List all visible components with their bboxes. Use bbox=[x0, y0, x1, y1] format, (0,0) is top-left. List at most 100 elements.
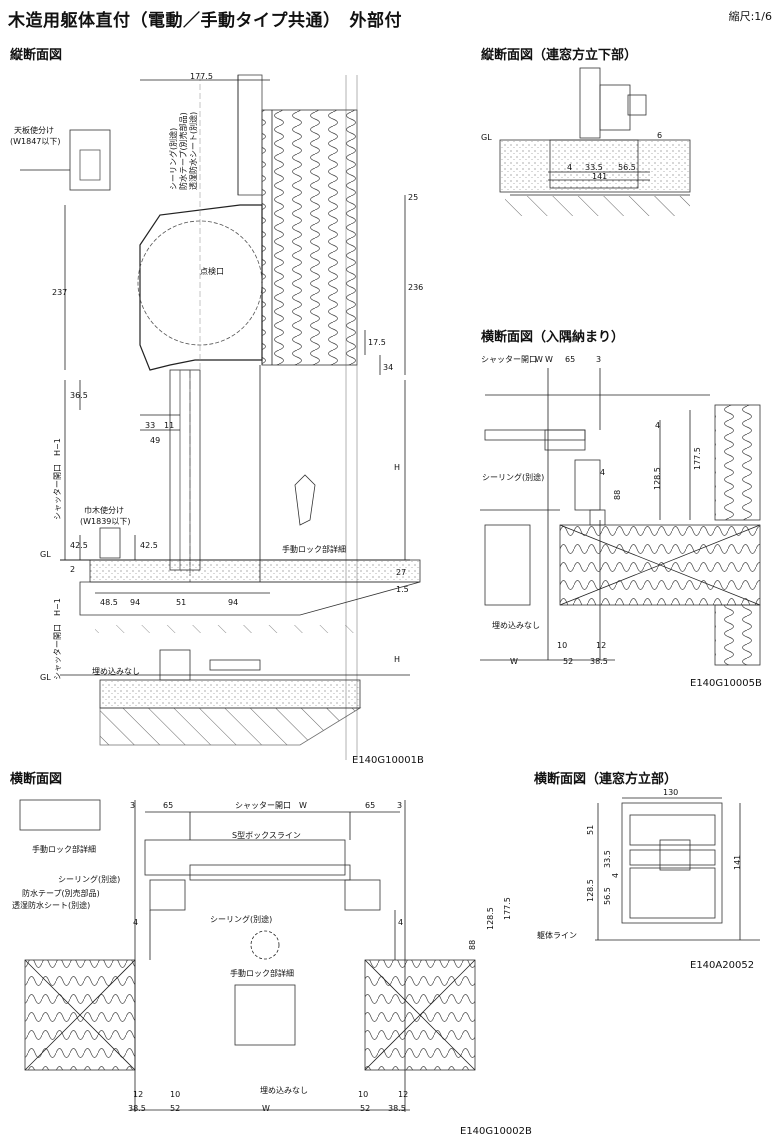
continuous-bottom-dims: GL 4 33.5 56.5 141 6 bbox=[481, 131, 662, 181]
dim-v-11: 11 bbox=[164, 421, 174, 430]
dim-cb-141: 141 bbox=[592, 172, 607, 181]
dim-v-48-5: 48.5 bbox=[100, 598, 118, 607]
section-title-vertical: 縦断面図 bbox=[10, 48, 63, 63]
continuous-section bbox=[595, 797, 760, 941]
dim-v-33: 33 bbox=[145, 421, 155, 430]
label-not-embedded-h: 埋め込みなし bbox=[260, 1085, 308, 1095]
dim-v-94b: 94 bbox=[228, 598, 238, 607]
dim-v-49: 49 bbox=[150, 436, 160, 445]
vertical-labels: 天板使分け (W1847以下) 点検口 巾木使分け (W1839以下) 手動ロッ… bbox=[10, 112, 346, 682]
dim-h-12b: 12 bbox=[398, 1090, 408, 1099]
label-shutter-open-h: シャッター開口 H−1 bbox=[53, 438, 62, 520]
section-title-horizontal-continuous: 横断面図（連窓方立部） bbox=[534, 772, 678, 787]
dim-hc-4: 4 bbox=[611, 873, 620, 878]
drawing-code-horizontal: E140G10002B bbox=[460, 1126, 532, 1137]
label-ceiling-split: 天板使分け bbox=[14, 125, 54, 135]
label-inspection: 点検口 bbox=[200, 266, 224, 276]
dim-v-177-5: 177.5 bbox=[190, 72, 213, 81]
dim-v-94a: 94 bbox=[130, 598, 140, 607]
dim-h-88: 88 bbox=[468, 940, 477, 950]
dim-hc-128-5: 128.5 bbox=[586, 879, 595, 902]
dim-cb-33-5: 33.5 bbox=[585, 163, 603, 172]
dim-h-4a: 4 bbox=[133, 918, 138, 927]
dim-h-38-5b: 38.5 bbox=[388, 1104, 406, 1113]
dim-v-42-5b: 42.5 bbox=[140, 541, 158, 550]
dim-v-25: 25 bbox=[408, 193, 418, 202]
label-shutter-open-corner: シャッター開口 W bbox=[481, 355, 553, 364]
dim-v-H2: H bbox=[394, 655, 400, 664]
dim-v-2: 2 bbox=[70, 565, 75, 574]
corner-section bbox=[480, 368, 761, 666]
dim-hc-56-5: 56.5 bbox=[603, 887, 612, 905]
dim-h-10b: 10 bbox=[358, 1090, 368, 1099]
label-frame-line: 躯体ライン bbox=[537, 930, 577, 940]
label-hinge-split-w: (W1839以下) bbox=[80, 517, 131, 526]
label-waterproof-tape-h: 防水テープ(別売部品) bbox=[22, 888, 100, 898]
dim-v-27: 27 bbox=[396, 568, 406, 577]
drawing-code-vertical: E140G10001B bbox=[352, 755, 424, 766]
continuous-dims: 130 51 33.5 4 56.5 128.5 141 躯体ライン bbox=[537, 788, 742, 940]
dim-h-65b: 65 bbox=[365, 801, 375, 810]
dim-c-177-5: 177.5 bbox=[693, 447, 702, 470]
vertical-dims: 177.5 25 237 236 17.5 34 36.5 33 11 49 H… bbox=[52, 72, 423, 664]
label-shutter-open-w: シャッター開口 W bbox=[235, 801, 307, 810]
horizontal-section bbox=[19, 799, 476, 1112]
dim-h-10: 10 bbox=[170, 1090, 180, 1099]
dim-h-3a: 3 bbox=[130, 801, 135, 810]
dim-v-51: 51 bbox=[176, 598, 186, 607]
dim-h-52a: 52 bbox=[170, 1104, 180, 1113]
dim-v-42-5a: 42.5 bbox=[70, 541, 88, 550]
dim-v-36-5: 36.5 bbox=[70, 391, 88, 400]
label-hinge-split: 巾木使分け bbox=[84, 505, 124, 515]
label-gl-2: GL bbox=[40, 673, 51, 682]
label-waterproof-tape: 防水テープ(別売部品) bbox=[178, 112, 188, 190]
dim-v-34: 34 bbox=[383, 363, 393, 372]
dim-c-65: 65 bbox=[565, 355, 575, 364]
dim-c-4b: 4 bbox=[600, 468, 605, 477]
horizontal-dims: 3 65 シャッター開口 W 65 3 S型ボックスライン 手動ロック部詳細 シ… bbox=[12, 801, 512, 1113]
dim-c-88: 88 bbox=[613, 490, 622, 500]
label-not-embedded: 埋め込みなし bbox=[92, 666, 140, 676]
label-gl-1: GL bbox=[40, 550, 51, 559]
dim-c-4a: 4 bbox=[655, 421, 660, 430]
dim-h-65a: 65 bbox=[163, 801, 173, 810]
dim-c-3: 3 bbox=[596, 355, 601, 364]
continuous-bottom-section bbox=[499, 67, 691, 216]
dim-hc-141: 141 bbox=[733, 855, 742, 870]
corner-dims: シャッター開口 W 65 3 4 4 177.5 128.5 88 シーリング(… bbox=[481, 355, 702, 666]
dim-h-12a: 12 bbox=[133, 1090, 143, 1099]
drawing-code-corner: E140G10005B bbox=[690, 678, 762, 689]
label-ceiling-split-w: (W1847以下) bbox=[10, 137, 61, 146]
section-title-horizontal: 横断面図 bbox=[10, 772, 63, 787]
dim-h-38-5a: 38.5 bbox=[128, 1104, 146, 1113]
dim-cb-56-5: 56.5 bbox=[618, 163, 636, 172]
dim-c-52: 52 bbox=[563, 657, 573, 666]
dim-h-W: W bbox=[262, 1104, 270, 1113]
drawing-code-continuous: E140A20052 bbox=[690, 960, 755, 971]
dim-h-3b: 3 bbox=[397, 801, 402, 810]
dim-v-1-5: 1.5 bbox=[396, 585, 409, 594]
dim-v-236: 236 bbox=[408, 283, 423, 292]
label-sealing: シーリング(別途) bbox=[168, 128, 178, 190]
dim-h-128-5: 128.5 bbox=[486, 907, 495, 930]
dim-v-237: 237 bbox=[52, 288, 67, 297]
dim-v-H: H bbox=[394, 463, 400, 472]
label-breathable-sheet-h: 透湿防水シート(別途) bbox=[12, 900, 90, 910]
dim-c-12: 12 bbox=[596, 641, 606, 650]
page-title: 木造用躯体直付（電動／手動タイプ共通） 外部付 bbox=[8, 11, 402, 31]
dim-h-4b: 4 bbox=[398, 918, 403, 927]
label-sealing-h: シーリング(別途) bbox=[58, 874, 120, 884]
section-title-vertical-bottom: 縦断面図（連窓方立下部） bbox=[481, 48, 638, 63]
label-gl-3: GL bbox=[481, 133, 492, 142]
dim-hc-33-5: 33.5 bbox=[603, 850, 612, 868]
dim-v-17-5: 17.5 bbox=[368, 338, 386, 347]
dim-c-10: 10 bbox=[557, 641, 567, 650]
section-title-horizontal-corner: 横断面図（入隅納まり） bbox=[481, 330, 625, 345]
label-shutter-open-h2: シャッター開口 H−1 bbox=[53, 598, 62, 680]
label-manual-lock-h2: 手動ロック部詳細 bbox=[230, 968, 294, 978]
label-sealing-h2: シーリング(別途) bbox=[210, 914, 272, 924]
label-manual-lock-h: 手動ロック部詳細 bbox=[32, 844, 96, 854]
label-sealing-corner: シーリング(別途) bbox=[482, 472, 544, 482]
dim-cb-4: 4 bbox=[567, 163, 572, 172]
